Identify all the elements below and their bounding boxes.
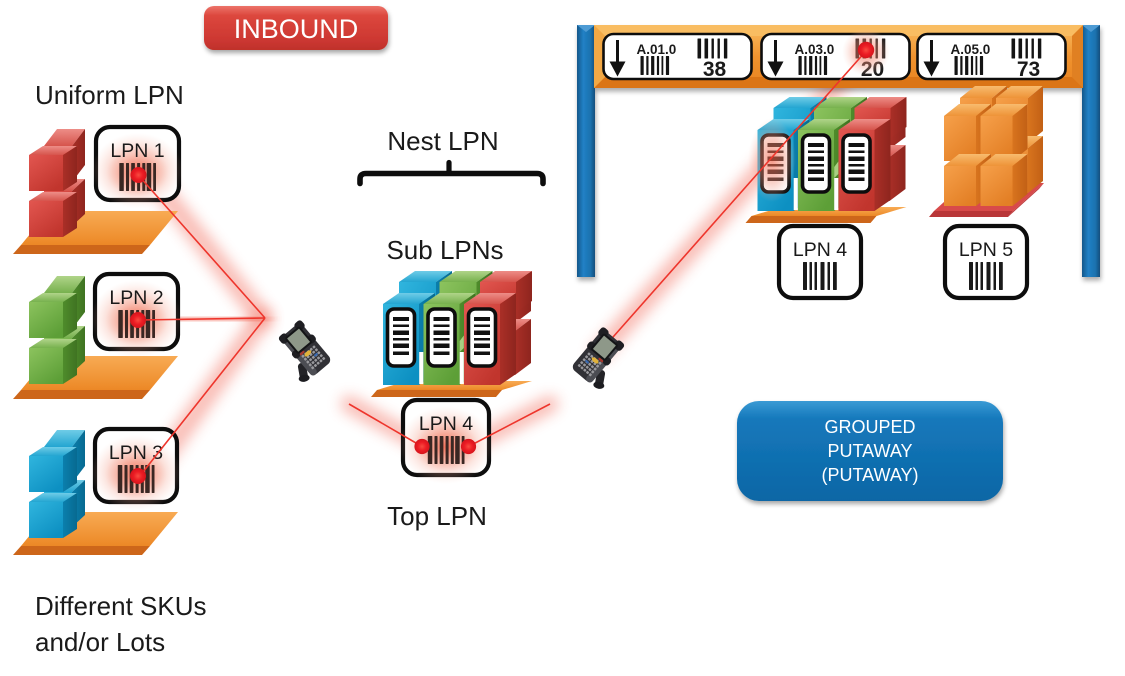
svg-text:73: 73 [1017, 58, 1040, 81]
svg-text:LPN 1: LPN 1 [110, 140, 164, 162]
svg-text:PUTAWAY: PUTAWAY [828, 441, 913, 461]
svg-text:Different SKUs: Different SKUs [35, 591, 206, 621]
svg-text:A.01.0: A.01.0 [637, 42, 677, 57]
svg-text:Top LPN: Top LPN [387, 501, 487, 531]
svg-text:Uniform LPN: Uniform LPN [35, 80, 184, 110]
svg-text:and/or Lots: and/or Lots [35, 627, 165, 657]
svg-text:LPN 4: LPN 4 [793, 239, 847, 261]
svg-text:LPN 2: LPN 2 [109, 287, 163, 309]
svg-text:Sub LPNs: Sub LPNs [386, 235, 503, 265]
svg-text:A.05.0: A.05.0 [951, 42, 991, 57]
svg-text:INBOUND: INBOUND [234, 14, 359, 44]
svg-text:(PUTAWAY): (PUTAWAY) [822, 465, 919, 485]
svg-text:Nest LPN: Nest LPN [387, 126, 498, 156]
svg-text:LPN 4: LPN 4 [419, 413, 473, 435]
svg-text:GROUPED: GROUPED [824, 417, 915, 437]
svg-text:38: 38 [703, 58, 727, 81]
svg-text:A.03.0: A.03.0 [795, 42, 835, 57]
svg-text:LPN 3: LPN 3 [109, 442, 163, 464]
svg-text:LPN 5: LPN 5 [959, 239, 1013, 261]
